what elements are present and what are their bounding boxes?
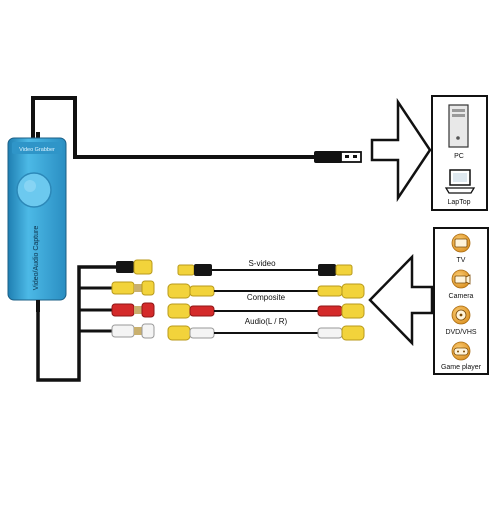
- dvd-player-icon: [451, 305, 471, 325]
- device-audio-red-plug: [111, 302, 155, 318]
- source-label-dvd: DVD/VHS: [445, 329, 476, 336]
- usb-cable: [31, 96, 362, 163]
- device-plugs: [111, 259, 155, 339]
- svideo-label: S-video: [248, 259, 276, 268]
- pc-tower-icon: [448, 104, 469, 148]
- device-side-label: Video/Audio Capture: [33, 226, 40, 291]
- tv-icon: [451, 233, 471, 253]
- source-label-camera: Camera: [449, 293, 474, 300]
- camera-icon: [451, 269, 471, 289]
- capture-device: Video Grabber Video/Audio Capture: [7, 132, 67, 312]
- laptop-icon: [444, 169, 476, 194]
- fanout-cable: [36, 265, 118, 382]
- audio-white-cable: [167, 325, 365, 341]
- composite-label: Composite: [247, 293, 286, 302]
- source-label-game: Game player: [441, 364, 482, 371]
- arrow-from-sources-icon: [368, 253, 434, 347]
- svideo-cable: S-video: [177, 259, 353, 276]
- composite-cable: Composite: [167, 283, 365, 302]
- output-label-pc: PC: [454, 153, 464, 160]
- audio-label: Audio(L / R): [245, 317, 288, 326]
- output-label-laptop: LapTop: [448, 199, 471, 206]
- arrow-to-output-icon: [370, 97, 432, 203]
- device-composite-plug: [111, 280, 155, 296]
- device-audio-white-plug: [111, 323, 155, 339]
- source-label-tv: TV: [457, 257, 466, 264]
- device-svideo-plug: [116, 259, 153, 275]
- game-controller-icon: [451, 341, 471, 361]
- device-brand-label: Video Grabber: [19, 147, 55, 153]
- audio-red-cable: Audio(L / R): [167, 303, 365, 326]
